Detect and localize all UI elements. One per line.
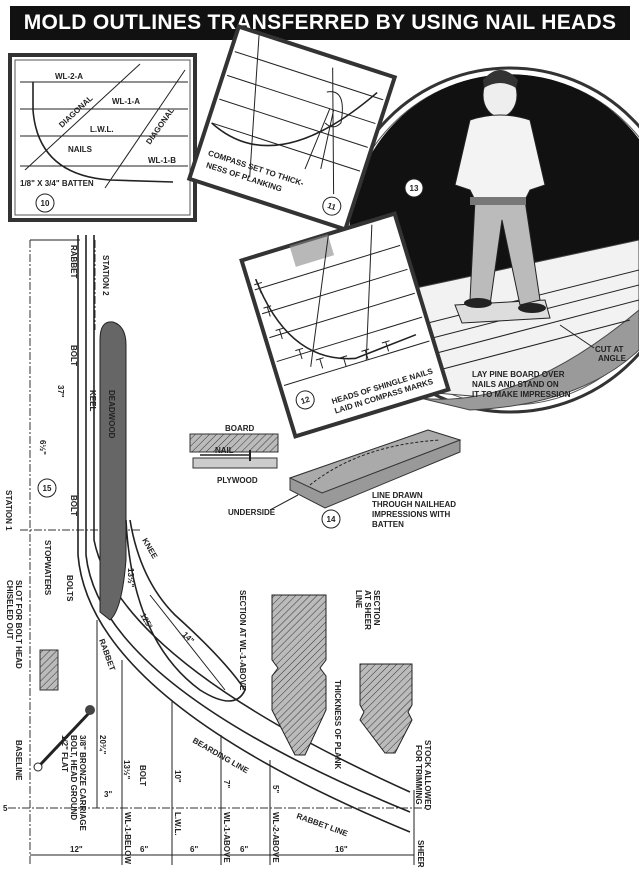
label-station-1: STATION 1 bbox=[4, 490, 13, 531]
label-lwl: L.W.L. bbox=[90, 125, 114, 134]
label-angle: ANGLE bbox=[598, 354, 627, 363]
label-line-4: BATTEN bbox=[372, 520, 404, 529]
label-slot-1: SLOT FOR BOLT HEAD bbox=[14, 580, 23, 669]
figure-number: 10 bbox=[41, 199, 50, 208]
page-title: MOLD OUTLINES TRANSFERRED BY USING NAIL … bbox=[23, 11, 617, 34]
label-bolt-top: BOLT bbox=[69, 345, 78, 366]
label-baseline: BASELINE bbox=[14, 740, 23, 781]
figure-10: WL-2-A WL-1-A L.W.L. NAILS WL-1-B 1/8" X… bbox=[8, 53, 197, 222]
rabbet-line bbox=[77, 235, 411, 833]
label-board: BOARD bbox=[225, 424, 255, 433]
label-wl-1-above: WL-1-ABOVE bbox=[222, 812, 231, 863]
label-nail: NAIL bbox=[215, 446, 234, 455]
dim-bottom: 6" bbox=[240, 845, 248, 854]
bolt-note-3: 1/2" FLAT bbox=[60, 735, 69, 772]
label-lwl: L.W.L. bbox=[173, 812, 182, 836]
label-wl-2-above: WL-2-ABOVE bbox=[271, 812, 280, 863]
label-slot-2: CHISELED OUT bbox=[5, 580, 14, 640]
angle-125: 125° bbox=[138, 612, 154, 631]
label-line-1: LINE DRAWN bbox=[372, 491, 423, 500]
dim-13-5-knee: 13½" bbox=[126, 568, 135, 588]
label-rabbet-line: RABBET LINE bbox=[295, 811, 349, 838]
label-section-sheer-2: AT SHEER bbox=[363, 590, 372, 630]
label-stock-1: STOCK ALLOWED bbox=[423, 740, 432, 810]
label-knee: KNEE bbox=[140, 537, 159, 561]
dim-13-5: 13½" bbox=[122, 760, 131, 780]
label-lay-2: NAILS AND STAND ON bbox=[472, 380, 559, 389]
label-section-sheer-3: LINE bbox=[354, 590, 363, 609]
man-figure bbox=[454, 70, 546, 313]
dim-6-5: 6½" bbox=[38, 440, 47, 455]
label-wl-1-b: WL-1-B bbox=[148, 156, 176, 165]
dim-37: 37" bbox=[56, 385, 65, 398]
dim-bottom: 12" bbox=[70, 845, 83, 854]
bolt-note-2: BOLT, HEAD GROUND bbox=[69, 735, 78, 820]
figure-11: COMPASS SET TO THICK- NESS OF PLANKING 1… bbox=[186, 24, 398, 232]
label-lay-3: IT TO MAKE IMPRESSION bbox=[472, 390, 571, 399]
label-station-2: STATION 2 bbox=[101, 255, 110, 296]
label-bolt-mid: BOLT bbox=[69, 495, 78, 516]
label-sheer: SHEER bbox=[416, 840, 425, 868]
dim-10: 10" bbox=[173, 770, 182, 783]
label-wl-2-a: WL-2-A bbox=[55, 72, 83, 81]
label-bolt-lower: BOLT bbox=[138, 765, 147, 786]
label-cut-at: CUT AT bbox=[595, 345, 624, 354]
label-wl-1-a: WL-1-A bbox=[112, 97, 140, 106]
figure-15: STATION 2 RABBET BOLT KEEL DEADWOOD 37" … bbox=[3, 235, 432, 868]
label-stopwaters: STOPWATERS bbox=[43, 540, 52, 596]
label-wl-1-below: WL-1-BELOW bbox=[123, 812, 132, 864]
figure-14: BOARD NAIL PLYWOOD UNDERSIDE LINE DRAWN … bbox=[189, 424, 462, 529]
knee bbox=[125, 519, 246, 702]
dim-bottom: 6" bbox=[140, 845, 148, 854]
figure-12: HEADS OF SHINGLE NAILS LAID IN COMPASS M… bbox=[239, 211, 451, 439]
label-batten: 1/8" X 3/4" BATTEN bbox=[20, 179, 94, 188]
label-thickness: THICKNESS OF PLANK bbox=[333, 680, 342, 770]
label-stock-2: FOR TRIMMING bbox=[414, 745, 423, 805]
dim-bottom: 16" bbox=[335, 845, 348, 854]
label-lay-1: LAY PINE BOARD OVER bbox=[472, 370, 565, 379]
title-banner: MOLD OUTLINES TRANSFERRED BY USING NAIL … bbox=[10, 6, 630, 40]
label-nails: NAILS bbox=[68, 145, 93, 154]
floor-edge bbox=[419, 309, 639, 411]
dim-bottom: 6" bbox=[190, 845, 198, 854]
section-sheer bbox=[359, 663, 413, 754]
dim-5: 5" bbox=[271, 785, 280, 793]
label-rabbet-top: RABBET bbox=[69, 245, 78, 278]
nail-heads bbox=[254, 281, 390, 369]
figure-number: 12 bbox=[300, 395, 312, 406]
figure-number: 15 bbox=[43, 484, 52, 493]
deadwood bbox=[99, 321, 127, 621]
dim-7: 7" bbox=[222, 780, 231, 788]
label-underside: UNDERSIDE bbox=[228, 508, 276, 517]
dim-20-75: 20¾" bbox=[98, 735, 107, 755]
label-section-sheer-1: SECTION bbox=[372, 590, 381, 626]
section-wl-1-above bbox=[271, 594, 327, 756]
label-line-3: IMPRESSIONS WITH bbox=[372, 510, 450, 519]
figure-number: 11 bbox=[326, 201, 337, 212]
dim-3: 3" bbox=[104, 790, 112, 799]
label-bolts: BOLTS bbox=[65, 575, 74, 602]
label-section-wl: SECTION AT WL-1-ABOVE bbox=[238, 590, 247, 691]
figure-number: 13 bbox=[410, 184, 419, 193]
label-plywood: PLYWOOD bbox=[217, 476, 258, 485]
label-keel: KEEL bbox=[88, 390, 97, 411]
bolt-note-1: 3/8" BRONZE CARRIAGE bbox=[78, 735, 87, 831]
label-deadwood: DEADWOOD bbox=[107, 390, 116, 439]
baseline-mark: 5 bbox=[3, 804, 8, 813]
label-line-2: THROUGH NAILHEAD bbox=[372, 500, 456, 509]
figure-number: 14 bbox=[327, 515, 336, 524]
